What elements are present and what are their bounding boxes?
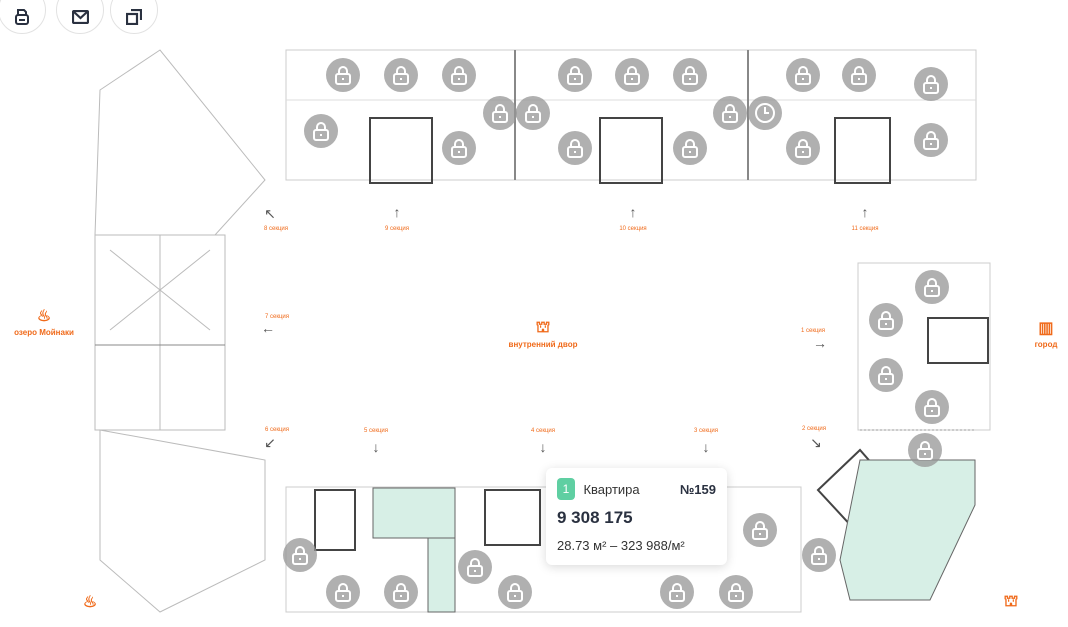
arrow-icon: ↖: [264, 205, 276, 222]
sold-apartment-lock-icon[interactable]: [483, 96, 517, 130]
arrow-icon: ↓: [702, 439, 710, 455]
section-label-6[interactable]: 6 секция: [264, 427, 290, 433]
sold-apartment-lock-icon[interactable]: [915, 270, 949, 304]
sold-apartment-lock-icon[interactable]: [802, 538, 836, 572]
arrow-icon: ↑: [393, 204, 401, 220]
arrow-icon: ↓: [539, 439, 547, 455]
sold-apartment-lock-icon[interactable]: [442, 131, 476, 165]
sold-apartment-lock-icon[interactable]: [719, 575, 753, 609]
playground-icon: ⛫: [1003, 593, 1019, 610]
apartment-number: №159: [679, 481, 716, 497]
lake-label: ♨озеро Мойнаки: [14, 308, 74, 337]
sold-apartment-lock-icon[interactable]: [908, 433, 942, 467]
print-button[interactable]: [0, 0, 46, 34]
sold-apartment-lock-icon[interactable]: [442, 58, 476, 92]
playground-icon: ⛫: [535, 319, 551, 336]
arrow-icon: ↑: [629, 204, 637, 220]
section-label-2[interactable]: 2 секция: [801, 426, 827, 432]
sold-apartment-lock-icon[interactable]: [384, 58, 418, 92]
sold-apartment-lock-icon[interactable]: [558, 131, 592, 165]
section-label-3[interactable]: 3 секция: [693, 428, 719, 434]
copy-icon: [126, 9, 142, 25]
rooms-badge: 1: [557, 478, 575, 500]
sold-apartment-lock-icon[interactable]: [283, 538, 317, 572]
sold-apartment-lock-icon[interactable]: [673, 131, 707, 165]
apartment-tooltip: 1 Квартира №159 9 308 175 28.73 м² – 323…: [546, 468, 727, 565]
sold-apartment-lock-icon[interactable]: [914, 123, 948, 157]
sold-apartment-lock-icon[interactable]: [869, 358, 903, 392]
section-label-5[interactable]: 5 секция: [363, 428, 389, 434]
yard-label: ⛫внутренний двор: [508, 319, 578, 349]
arrow-icon: ↑: [861, 204, 869, 220]
sold-apartment-lock-icon[interactable]: [615, 58, 649, 92]
sold-apartment-lock-icon[interactable]: [304, 114, 338, 148]
sold-apartment-lock-icon[interactable]: [498, 575, 532, 609]
sold-apartment-lock-icon[interactable]: [384, 575, 418, 609]
sold-apartment-lock-icon[interactable]: [516, 96, 550, 130]
arrow-icon: ↙: [264, 434, 276, 451]
reserved-clock-icon[interactable]: [748, 96, 782, 130]
sold-apartment-lock-icon[interactable]: [915, 390, 949, 424]
arrow-icon: ↓: [372, 439, 380, 455]
sold-apartment-lock-icon[interactable]: [673, 58, 707, 92]
sold-apartment-lock-icon[interactable]: [869, 303, 903, 337]
section-label-11[interactable]: 11 секция: [851, 226, 879, 232]
apartment-area-price: 28.73 м² – 323 988/м²: [557, 538, 685, 553]
section-label-8[interactable]: 8 секция: [263, 226, 289, 232]
section-label-9[interactable]: 9 секция: [384, 226, 410, 232]
sold-apartment-lock-icon[interactable]: [558, 58, 592, 92]
sold-apartment-lock-icon[interactable]: [842, 58, 876, 92]
lake-icon: ♨: [82, 594, 98, 611]
apartment-type: Квартира: [583, 481, 640, 497]
sold-apartment-lock-icon[interactable]: [458, 550, 492, 584]
apartment-price: 9 308 175: [557, 508, 633, 527]
sold-apartment-lock-icon[interactable]: [786, 58, 820, 92]
sold-apartment-lock-icon[interactable]: [786, 131, 820, 165]
sold-apartment-lock-icon[interactable]: [713, 96, 747, 130]
sold-apartment-lock-icon[interactable]: [660, 575, 694, 609]
section-label-7[interactable]: 7 секция: [264, 314, 290, 320]
section-label-4[interactable]: 4 секция: [530, 428, 556, 434]
sold-apartment-lock-icon[interactable]: [326, 575, 360, 609]
sold-apartment-lock-icon[interactable]: [914, 67, 948, 101]
section-label-10[interactable]: 10 секция: [619, 226, 647, 232]
sold-apartment-lock-icon[interactable]: [326, 58, 360, 92]
mail-icon: [71, 10, 89, 24]
arrow-icon: ↘: [810, 434, 822, 451]
section-label-1[interactable]: 1 секция: [800, 328, 826, 334]
arrow-icon: ←: [261, 320, 275, 336]
lake-icon: ♨: [36, 308, 52, 325]
sold-apartment-lock-icon[interactable]: [743, 513, 777, 547]
city-label: ▥город: [1034, 320, 1058, 349]
arrow-icon: →: [813, 335, 827, 351]
building-icon: ▥: [1038, 320, 1054, 337]
printer-icon: [15, 9, 29, 25]
